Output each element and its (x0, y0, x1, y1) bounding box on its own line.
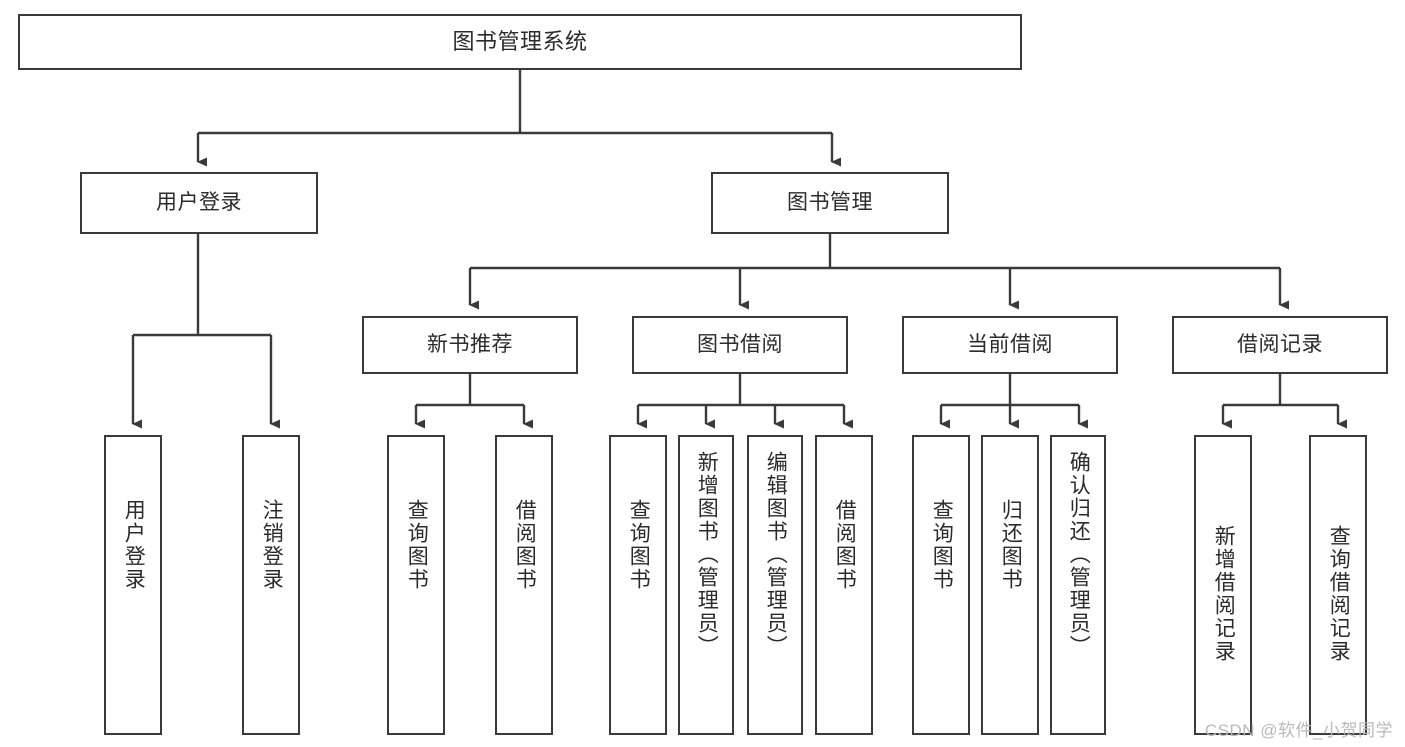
watermark-text: CSDN @软件_小贺同学 (1204, 721, 1393, 740)
node-label: 图书管理系统 (452, 29, 588, 55)
leaf-add-book-admin[interactable]: 新增图书（管理员） (678, 435, 734, 735)
node-label: 查询图书 (405, 499, 429, 591)
leaf-borrow-book-recommend[interactable]: 借阅图书 (495, 435, 553, 735)
leaf-user-login[interactable]: 用户登录 (104, 435, 162, 735)
node-root-system[interactable]: 图书管理系统 (18, 14, 1022, 70)
node-label: 图书借阅 (697, 332, 783, 356)
leaf-return-book[interactable]: 归还图书 (981, 435, 1039, 735)
node-user-login[interactable]: 用户登录 (80, 172, 318, 234)
leaf-query-borrow-record[interactable]: 查询借阅记录 (1309, 435, 1367, 735)
node-label: 借阅图书 (513, 499, 537, 591)
node-book-management[interactable]: 图书管理 (711, 172, 949, 234)
leaf-query-book-current[interactable]: 查询图书 (912, 435, 970, 735)
leaf-edit-book-admin[interactable]: 编辑图书（管理员） (747, 435, 803, 735)
leaf-logout[interactable]: 注销登录 (242, 435, 300, 735)
node-book-borrow[interactable]: 图书借阅 (632, 316, 848, 374)
node-label: 当前借阅 (967, 332, 1053, 356)
node-label: 查询借阅记录 (1327, 525, 1351, 663)
node-new-book-recommend[interactable]: 新书推荐 (362, 316, 578, 374)
node-label: 借阅记录 (1237, 332, 1323, 356)
node-label: 新增借阅记录 (1212, 525, 1236, 663)
leaf-borrow-book[interactable]: 借阅图书 (815, 435, 873, 735)
leaf-add-borrow-record[interactable]: 新增借阅记录 (1194, 435, 1252, 735)
node-label: 图书管理 (787, 190, 873, 214)
node-borrow-records[interactable]: 借阅记录 (1172, 316, 1388, 374)
node-label: 新书推荐 (427, 332, 513, 356)
node-label: 查询图书 (627, 499, 651, 591)
node-label: 用户登录 (156, 190, 242, 214)
node-label: 借阅图书 (833, 499, 857, 591)
node-label: 编辑图书（管理员） (764, 451, 788, 658)
node-label: 确认归还（管理员） (1067, 451, 1091, 658)
node-label: 用户登录 (122, 499, 146, 591)
node-label: 查询图书 (930, 499, 954, 591)
node-label: 注销登录 (260, 499, 284, 591)
node-label: 新增图书（管理员） (695, 451, 719, 658)
node-current-borrow[interactable]: 当前借阅 (902, 316, 1118, 374)
leaf-query-book-recommend[interactable]: 查询图书 (387, 435, 445, 735)
node-label: 归还图书 (999, 499, 1023, 591)
leaf-query-book-borrow[interactable]: 查询图书 (609, 435, 667, 735)
leaf-confirm-return-admin[interactable]: 确认归还（管理员） (1050, 435, 1106, 735)
